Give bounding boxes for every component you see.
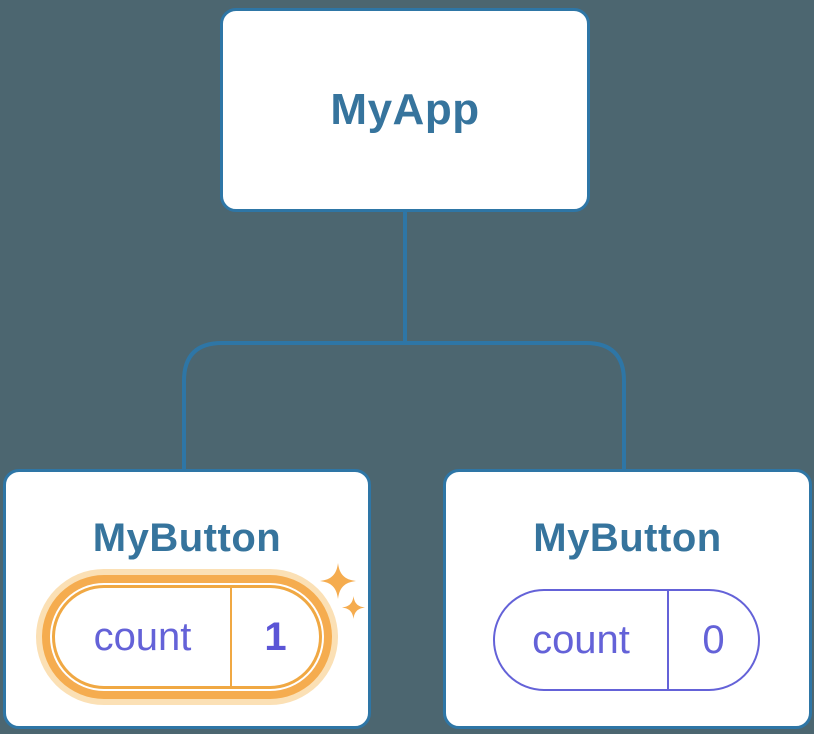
state-value: 1 (264, 614, 287, 659)
sparkle-icon (320, 563, 356, 599)
state-name-label: count (93, 614, 192, 659)
connector-branch (182, 341, 626, 469)
node-mybutton-right: MyButton count 0 (443, 469, 812, 729)
state-name-section: count (495, 591, 667, 689)
sparkle-icon (342, 596, 365, 619)
node-myapp: MyApp (220, 8, 590, 212)
state-value-section: 1 (230, 588, 319, 686)
node-myapp-label: MyApp (330, 85, 480, 134)
state-pill: count 0 (493, 589, 760, 691)
state-name-label: count (532, 617, 630, 662)
node-mybutton-left-label: MyButton (92, 516, 282, 560)
state-pill-highlighted: count 1 (52, 585, 322, 689)
state-value: 0 (702, 617, 725, 662)
node-mybutton-left: MyButton count 1 (3, 469, 371, 729)
state-value-section: 0 (667, 591, 758, 689)
node-mybutton-right-label: MyButton (533, 516, 722, 560)
state-name-section: count (55, 588, 230, 686)
